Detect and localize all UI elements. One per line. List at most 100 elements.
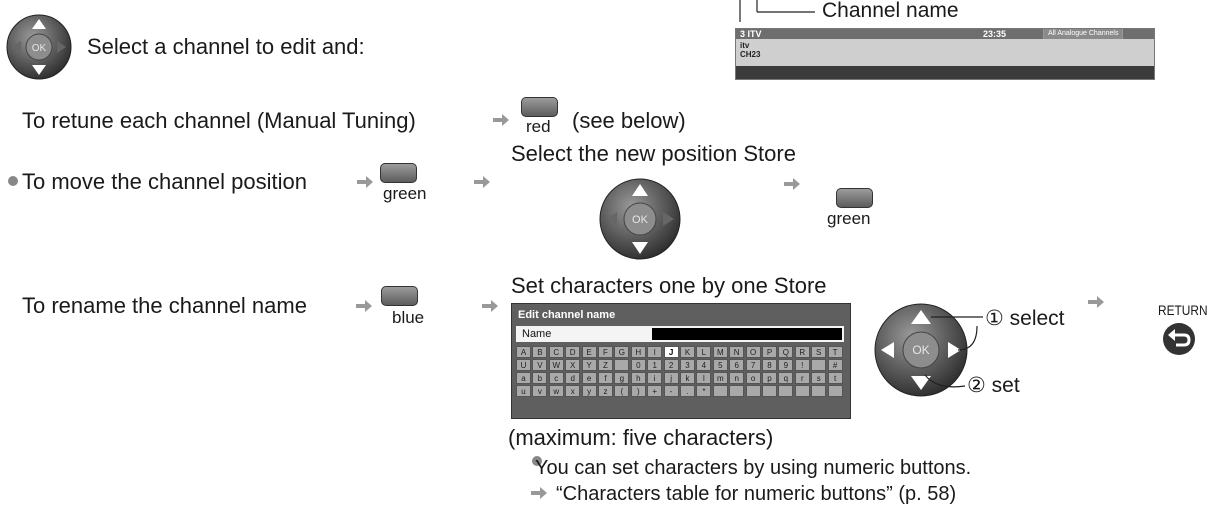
- keyboard-key[interactable]: !: [794, 359, 810, 371]
- keyboard-key[interactable]: h: [630, 372, 646, 384]
- name-input-field[interactable]: [652, 328, 842, 340]
- keyboard-key[interactable]: [745, 385, 761, 397]
- keyboard-key[interactable]: e: [581, 372, 597, 384]
- keyboard-key[interactable]: 2: [663, 359, 679, 371]
- keyboard-key[interactable]: N: [729, 346, 745, 358]
- keyboard-key[interactable]: w: [548, 385, 564, 397]
- keyboard-key[interactable]: s: [811, 372, 827, 384]
- keyboard-key[interactable]: y: [581, 385, 597, 397]
- keyboard-key[interactable]: L: [696, 346, 712, 358]
- keyboard-key[interactable]: [778, 385, 794, 397]
- channel-banner: 3 ITV 23:35 All Analogue Channels itv CH…: [735, 28, 1155, 80]
- arrow-icon: [1088, 296, 1104, 308]
- arrow-icon: [531, 487, 547, 499]
- keyboard-key[interactable]: 6: [729, 359, 745, 371]
- keyboard-key[interactable]: T: [827, 346, 843, 358]
- keyboard-key[interactable]: +: [647, 385, 663, 397]
- keyboard-key[interactable]: 3: [680, 359, 695, 371]
- keyboard-key[interactable]: u: [516, 385, 531, 397]
- keyboard-key[interactable]: .: [680, 385, 695, 397]
- keyboard-key[interactable]: j: [663, 372, 679, 384]
- banner-time: 23:35: [983, 29, 1007, 39]
- keyboard-key[interactable]: -: [663, 385, 679, 397]
- keyboard-key[interactable]: 9: [778, 359, 794, 371]
- keyboard-key[interactable]: V: [532, 359, 548, 371]
- keyboard-key[interactable]: i: [647, 372, 663, 384]
- keyboard-key[interactable]: 7: [745, 359, 761, 371]
- bullet-icon: [532, 456, 542, 466]
- banner-channel: 3 ITV: [740, 29, 762, 39]
- keyboard-key[interactable]: t: [827, 372, 843, 384]
- keyboard-key[interactable]: z: [598, 385, 613, 397]
- max-note: (maximum: five characters): [508, 425, 774, 450]
- keyboard-key[interactable]: [712, 385, 728, 397]
- red-key-label: red: [526, 117, 551, 136]
- keyboard-key[interactable]: 8: [762, 359, 777, 371]
- keyboard-key[interactable]: r: [794, 372, 810, 384]
- keyboard-key[interactable]: [811, 359, 827, 371]
- keyboard-key[interactable]: ): [630, 385, 646, 397]
- keyboard-key[interactable]: O: [745, 346, 761, 358]
- keyboard-key[interactable]: S: [811, 346, 827, 358]
- move-text: To move the channel position: [22, 169, 307, 194]
- keyboard-key[interactable]: g: [614, 372, 630, 384]
- keyboard-key[interactable]: C: [548, 346, 564, 358]
- keyboard-key[interactable]: #: [827, 359, 843, 371]
- keyboard-key[interactable]: 0: [630, 359, 646, 371]
- keyboard-key[interactable]: W: [548, 359, 564, 371]
- keyboard-key[interactable]: Q: [778, 346, 794, 358]
- rename-text: To rename the channel name: [22, 293, 307, 318]
- keyboard-key[interactable]: [729, 385, 745, 397]
- keyboard-key[interactable]: Y: [581, 359, 597, 371]
- keyboard-key[interactable]: o: [745, 372, 761, 384]
- keyboard-key[interactable]: J: [663, 346, 679, 358]
- keyboard-key[interactable]: H: [630, 346, 646, 358]
- keyboard-key[interactable]: a: [516, 372, 531, 384]
- intro-text: Select a channel to edit and:: [87, 34, 365, 59]
- keyboard-key[interactable]: f: [598, 372, 613, 384]
- keyboard-key[interactable]: [794, 385, 810, 397]
- keyboard-key[interactable]: d: [565, 372, 581, 384]
- keyboard-key[interactable]: [811, 385, 827, 397]
- name-row: Name: [516, 326, 844, 342]
- keyboard-key[interactable]: m: [712, 372, 728, 384]
- keyboard-key[interactable]: [827, 385, 843, 397]
- return-label: RETURN: [1158, 302, 1208, 318]
- keyboard-key[interactable]: b: [532, 372, 548, 384]
- keyboard-key[interactable]: c: [548, 372, 564, 384]
- keyboard-key[interactable]: I: [647, 346, 663, 358]
- keyboard-key[interactable]: B: [532, 346, 548, 358]
- keyboard-key[interactable]: [762, 385, 777, 397]
- keyboard-key[interactable]: Z: [598, 359, 613, 371]
- keyboard-key[interactable]: R: [794, 346, 810, 358]
- keyboard-key[interactable]: U: [516, 359, 531, 371]
- keyboard-key[interactable]: *: [696, 385, 712, 397]
- keyboard-key[interactable]: v: [532, 385, 548, 397]
- keyboard-key[interactable]: 4: [696, 359, 712, 371]
- keyboard-key[interactable]: F: [598, 346, 613, 358]
- keyboard-key[interactable]: 1: [647, 359, 663, 371]
- banner-tag: All Analogue Channels: [1043, 29, 1124, 39]
- keyboard-key[interactable]: A: [516, 346, 531, 358]
- set-label: ② set: [967, 374, 1020, 397]
- keyboard-key[interactable]: q: [778, 372, 794, 384]
- keyboard-key[interactable]: p: [762, 372, 777, 384]
- keyboard-key[interactable]: 5: [712, 359, 728, 371]
- keyboard-key[interactable]: G: [614, 346, 630, 358]
- keyboard-key[interactable]: n: [729, 372, 745, 384]
- move-step: Select the new position Store: [511, 141, 796, 166]
- keyboard-key[interactable]: K: [680, 346, 695, 358]
- keyboard-key[interactable]: l: [696, 372, 712, 384]
- keyboard-key[interactable]: [614, 359, 630, 371]
- bullet-arrow-icon: [493, 114, 509, 126]
- blue-key-label: blue: [392, 308, 425, 327]
- keyboard-key[interactable]: D: [565, 346, 581, 358]
- keyboard-key[interactable]: P: [762, 346, 777, 358]
- keyboard-key[interactable]: x: [565, 385, 581, 397]
- keyboard-key[interactable]: E: [581, 346, 597, 358]
- keyboard-key[interactable]: M: [712, 346, 728, 358]
- keyboard-key[interactable]: (: [614, 385, 630, 397]
- keyboard-key[interactable]: X: [565, 359, 581, 371]
- keyboard-key[interactable]: k: [680, 372, 695, 384]
